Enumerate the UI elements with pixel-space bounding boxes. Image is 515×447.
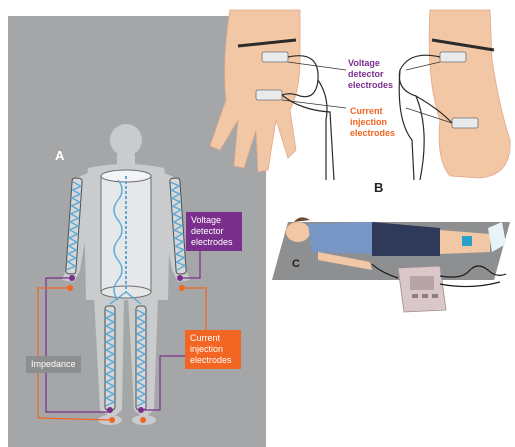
hand-illustration xyxy=(210,10,300,172)
panel-a-letter: A xyxy=(55,148,64,163)
voltage-label-a-line3: electrodes xyxy=(191,237,237,248)
foot-illustration xyxy=(429,10,510,178)
voltage-label-a-line1: Voltage xyxy=(191,215,237,226)
current-label-a-line2: injection xyxy=(190,344,236,355)
voltage-label-b-line1: Voltage xyxy=(348,58,393,69)
impedance-label: Impedance xyxy=(26,356,81,373)
current-label-b-line1: Current xyxy=(350,106,395,117)
current-label-b-line3: electrodes xyxy=(350,128,395,139)
panel-c-letter: C xyxy=(292,258,300,270)
current-label-a-line3: electrodes xyxy=(190,355,236,366)
electrode-dots-current xyxy=(67,285,185,423)
current-label-a-line1: Current xyxy=(190,333,236,344)
current-injection-label-a: Current injection electrodes xyxy=(185,330,241,369)
measurement-device xyxy=(398,266,446,312)
voltage-detector-label-b: Voltage detector electrodes xyxy=(348,58,393,91)
current-label-b-line2: injection xyxy=(350,117,395,128)
voltage-label-b-line3: electrodes xyxy=(348,80,393,91)
voltage-label-a-line2: detector xyxy=(191,226,237,237)
trunk-cylinder xyxy=(101,170,151,298)
panel-b-letter: B xyxy=(374,180,383,195)
voltage-label-b-line2: detector xyxy=(348,69,393,80)
voltage-detector-label-a: Voltage detector electrodes xyxy=(186,212,242,251)
current-injection-label-b: Current injection electrodes xyxy=(350,106,395,139)
